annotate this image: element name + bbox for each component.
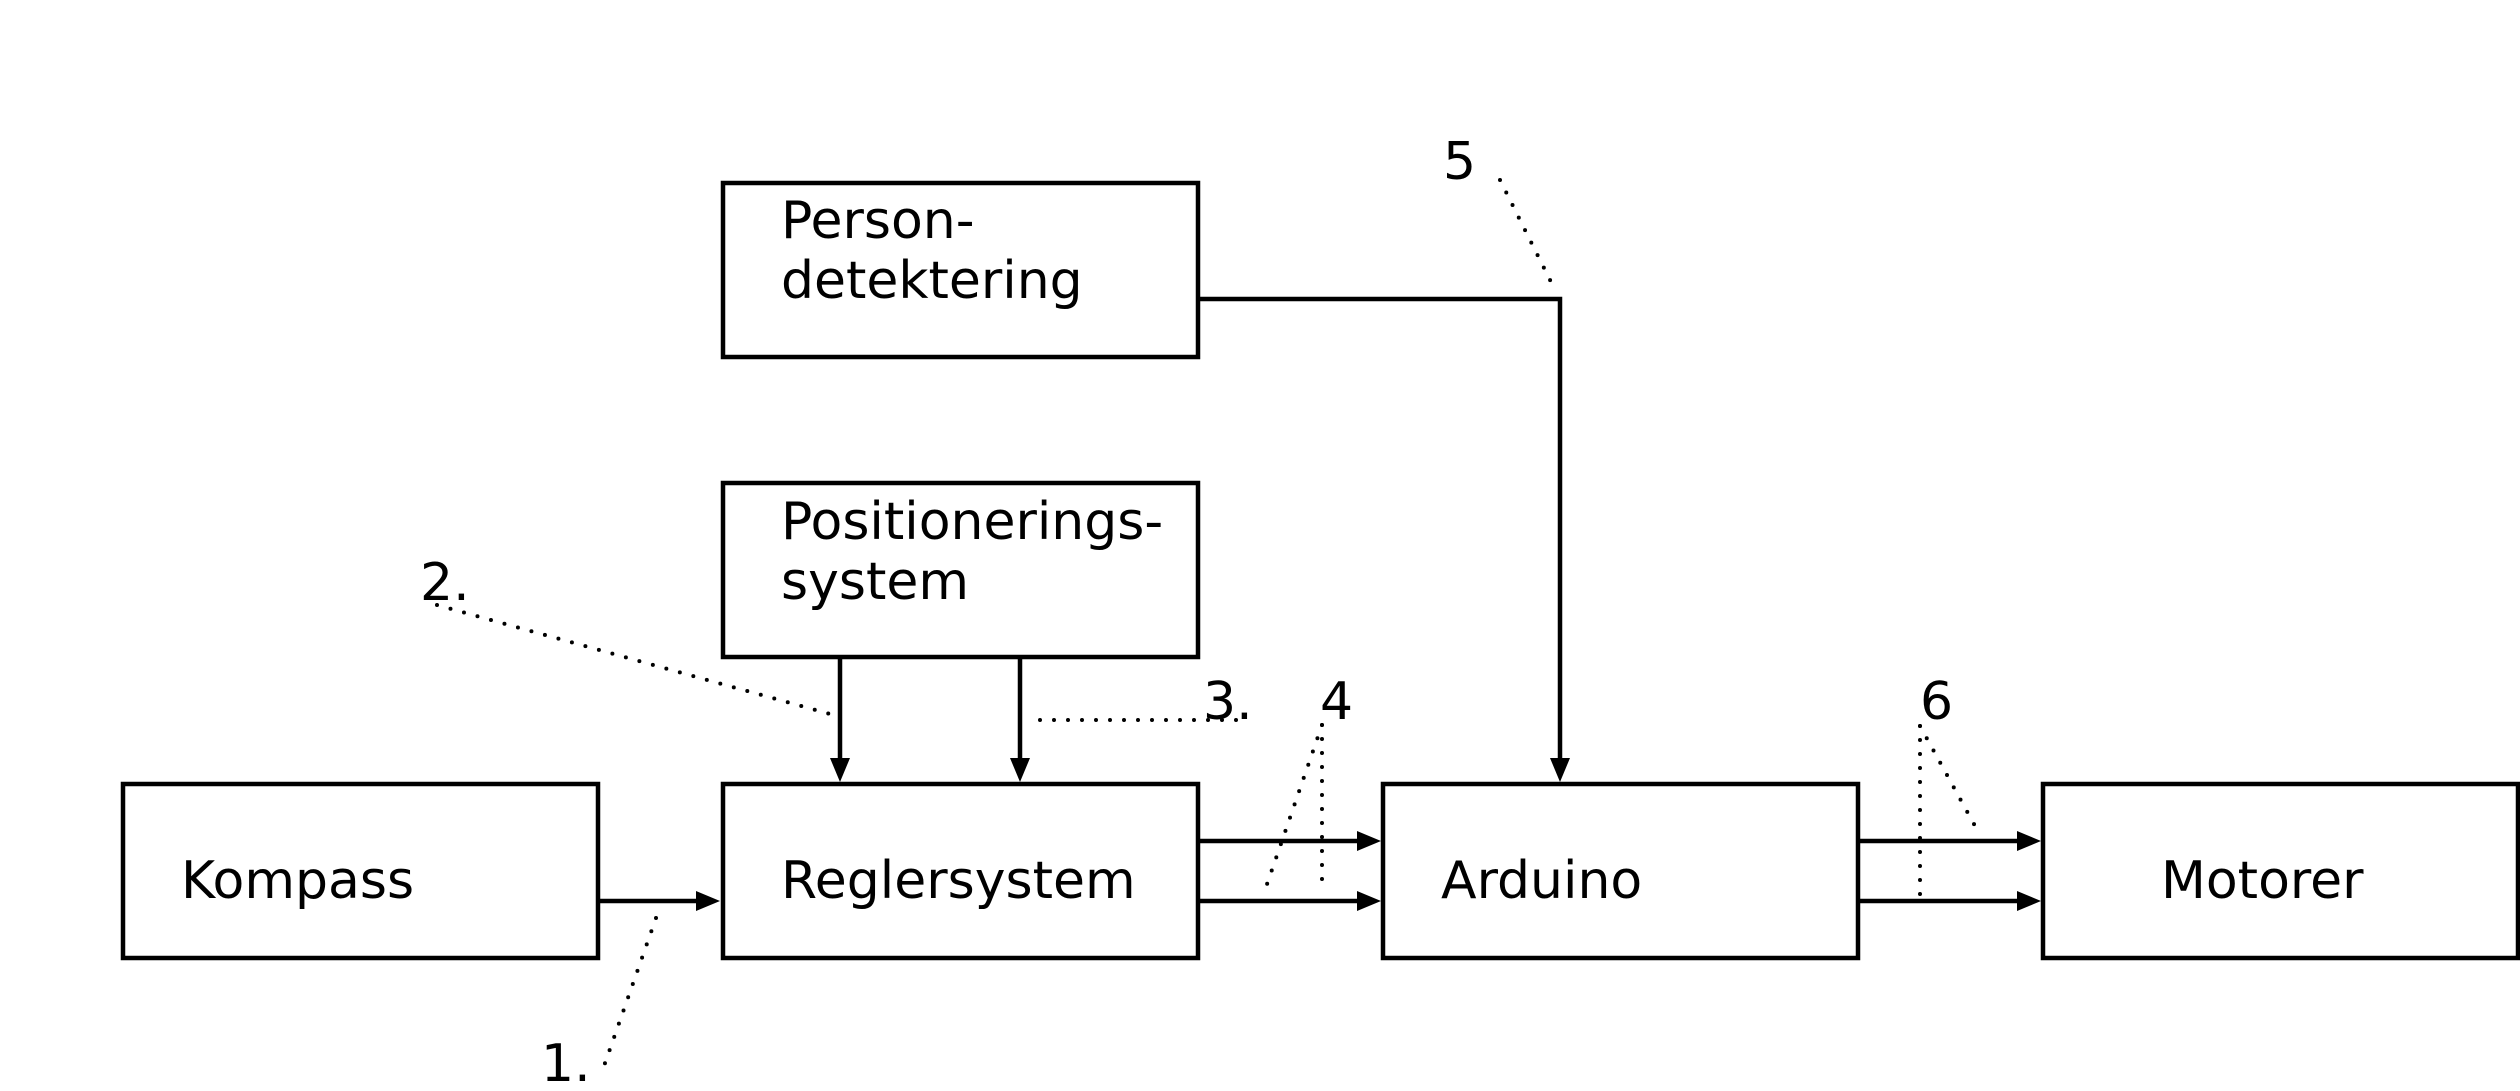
motorer-label: Motorer (2161, 851, 2364, 911)
callout-2: 2. (420, 553, 832, 716)
arrow-positioning-to-reglersystem-left (830, 657, 850, 782)
person-detection-label-line1: Person- (781, 191, 975, 251)
kompass-label: Kompass (181, 851, 414, 911)
kompass-block: Kompass (120, 781, 601, 961)
motorer-block: Motorer (2040, 781, 2520, 961)
callout-5-label: 5 (1443, 132, 1476, 192)
callout-5: 5 (1443, 132, 1557, 292)
arrow-arduino-to-motorer-top (1858, 831, 2041, 851)
arrow-arduino-to-motorer-bottom (1858, 891, 2041, 911)
person-detection-block: Person- detektering (720, 180, 1201, 360)
arrow-kompass-to-reglersystem (598, 891, 720, 911)
person-detection-label-line2: detektering (781, 251, 1083, 311)
callout-3: 3. (1038, 672, 1253, 732)
arrow-persondetection-to-arduino (1198, 296, 1570, 782)
arduino-label: Arduino (1441, 851, 1642, 911)
positioning-system-label-line2: system (781, 552, 969, 612)
arrow-reglersystem-to-arduino-top (1198, 831, 1381, 851)
reglersystem-label: Reglersystem (781, 851, 1136, 911)
positioning-system-block: Positionerings- system (720, 480, 1201, 660)
arrow-reglersystem-to-arduino-bottom (1198, 891, 1381, 911)
callout-3-label: 3. (1203, 672, 1253, 732)
callout-6-label: 6 (1920, 672, 1953, 732)
callout-6: 6 (1918, 672, 1982, 897)
callout-4: 4 (1263, 672, 1353, 892)
reglersystem-block: Reglersystem (720, 781, 1201, 961)
positioning-system-label-line1: Positionerings- (781, 492, 1163, 552)
arrow-positioning-to-reglersystem-right (1010, 657, 1030, 782)
arduino-block: Arduino (1380, 781, 1861, 961)
callout-2-label: 2. (420, 553, 470, 613)
callout-1-label: 1. (541, 1034, 591, 1091)
callout-4-label: 4 (1320, 672, 1353, 732)
callout-1: 1. (541, 916, 658, 1091)
